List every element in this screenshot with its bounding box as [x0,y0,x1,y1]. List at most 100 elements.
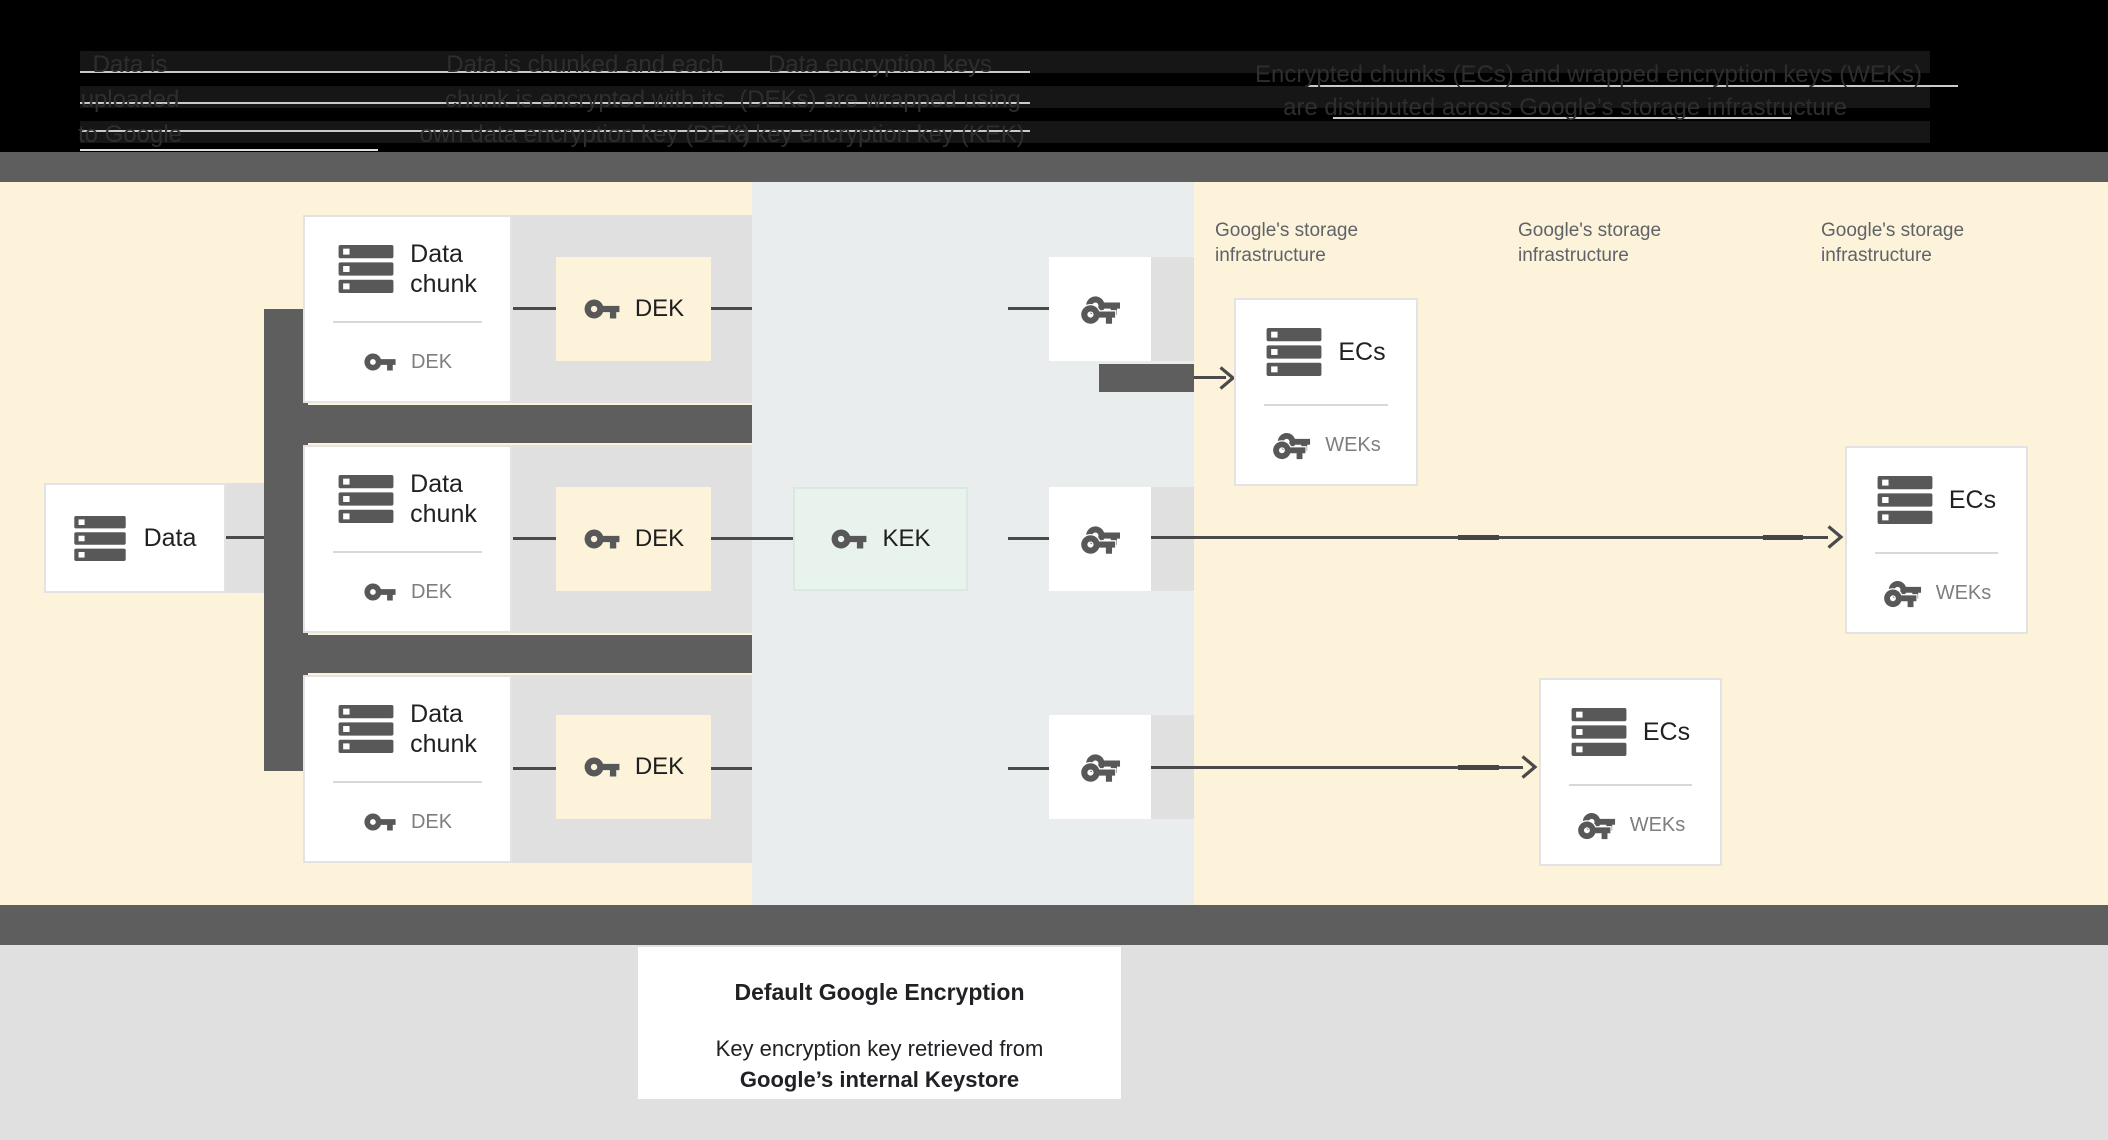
row-separator-bar-2 [302,635,752,673]
divider [1264,404,1388,406]
header-step-line: Encrypted chunks (ECs) and wrapped encry… [1255,61,1922,88]
kek-box-label: KEK [882,525,931,552]
chunk-dek-label: DEK [410,580,453,603]
ec-box-label: ECs [1948,485,1997,514]
ec-box-2: ECs WEKs [1845,446,2028,634]
caption-box: Default Google Encryption Key encryption… [638,947,1121,1099]
key-icon [830,520,868,558]
arrow-row-1-line [1194,376,1226,379]
data-server-icon [1266,328,1322,376]
data-chunk-key-row: DEK [305,783,510,861]
data-chunk-label: Data chunk [410,699,477,759]
data-server-icon [338,245,394,293]
storage-label-line: infrastructure [1518,245,1629,266]
arrowhead-icon [1520,754,1538,780]
kek-to-wrap-line [1008,307,1049,310]
divider [333,551,482,553]
data-server-icon [74,516,126,561]
dek-box: DEK [556,715,711,819]
ec-box-header: ECs [1541,680,1720,784]
header-step-line: Data is chunked and each [446,51,724,78]
connector-trunk [264,309,308,771]
wek-label: WEKs [1629,813,1686,836]
wrapped-key-box [1049,487,1151,591]
data-chunk-key-row: DEK [305,553,510,631]
dek-box-label: DEK [634,525,685,552]
kek-to-wrap-line [1008,537,1049,540]
wrapped-key-icon [1882,573,1922,613]
key-icon [583,748,621,786]
wrapped-key-box [1049,715,1151,819]
data-chunk-box: Data chunk DEK [303,215,512,403]
kek-to-wrap-line [1008,767,1049,770]
storage-label-3: Google's storage infrastructure [1821,218,1964,268]
ec-box-keys-row: WEKs [1847,554,2026,632]
header-step-line: are distributed across Google’s storage … [1283,94,1847,121]
ec-box-1: ECs WEKs [1234,298,1418,486]
dek-out-line [711,307,752,310]
wrapped-key-icon [1079,288,1121,330]
key-icon [583,520,621,558]
header-step-line: to Google [77,121,183,148]
header-text-row-artifact [80,51,1930,73]
wek-label: WEKs [1935,581,1992,604]
data-chunk-header: Data chunk [305,217,510,321]
ec-box-keys-row: WEKs [1236,406,1416,484]
divider [1569,784,1692,786]
dek-box: DEK [556,257,711,361]
header-step-line: (DEKs) are wrapped using [739,86,1021,113]
key-icon [363,345,397,379]
storage-label-line: Google's storage [1821,220,1965,241]
storage-label-line: infrastructure [1821,245,1932,266]
kek-box: KEK [793,487,968,591]
header-underline [80,102,1030,104]
ec-box-label: ECs [1338,337,1386,366]
data-chunk-label-line: chunk [410,270,477,298]
storage-label-1: Google's storage infrastructure [1215,218,1358,268]
data-server-icon [1877,476,1933,524]
key-icon [363,575,397,609]
data-chunk-label: Data chunk [410,239,477,299]
data-server-icon [338,475,394,523]
dek-to-kek-line [711,537,793,540]
chunk-to-dek-line [513,537,556,540]
ec-box-keys-row: WEKs [1541,786,1720,864]
header-step-line: own data encryption key (DEK) [419,121,751,148]
header-text-row-artifact [80,121,1930,143]
caption-body-line-2: Google’s internal Keystore [739,1067,1020,1092]
header-underline [80,71,1030,73]
wrapped-key-icon [1271,425,1311,465]
arrowhead-icon [1826,524,1844,550]
data-server-icon [1571,708,1627,756]
wrapped-key-icon [1576,805,1616,845]
wrap-band [1151,257,1194,361]
chunk-to-dek-line [513,307,556,310]
caption-title: Default Google Encryption [734,979,1025,1005]
arrow-row-3-line [1151,766,1523,769]
data-box-label: Data [143,523,197,552]
header-step-line: Data is [92,51,168,78]
storage-label-line: Google's storage [1518,220,1662,241]
header-divider-strip [0,152,2108,182]
data-chunk-label-line: chunk [410,730,477,758]
data-server-icon [338,705,394,753]
ec-box-header: ECs [1236,300,1416,404]
wrapped-key-icon [1079,518,1121,560]
data-chunk-label-line: Data [410,470,463,498]
header-step-line: uploaded [80,86,180,113]
wrap-band [1151,487,1194,591]
storage-label-line: infrastructure [1215,245,1326,266]
key-icon [363,805,397,839]
chunk-to-dek-line [513,767,556,770]
divider [333,321,482,323]
header-step-line: chunk is encrypted with its [444,86,726,113]
header-underline [1308,85,1958,87]
divider [1875,552,1998,554]
ec-box-3: ECs WEKs [1539,678,1722,866]
wrapped-key-icon [1079,746,1121,788]
dek-box-label: DEK [634,753,685,780]
header-step-line: a key encryption key (KEK) [735,121,1025,148]
bottom-divider-bar [0,905,2108,945]
divider [333,781,482,783]
